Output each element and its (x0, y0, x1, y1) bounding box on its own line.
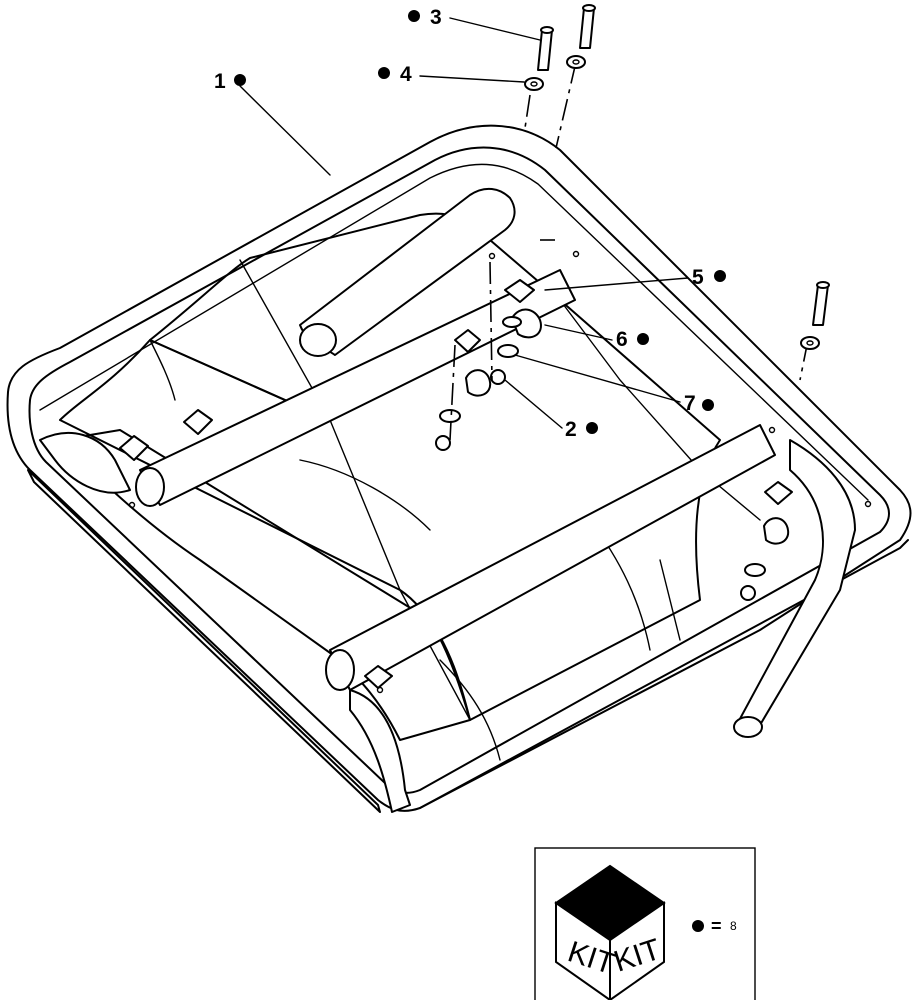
callout-4: 4 (378, 63, 525, 86)
callout-label-7: 7 (684, 392, 696, 415)
washer-4 (524, 77, 544, 91)
kit-box-right-face (609, 901, 665, 1000)
washer-right (800, 336, 820, 350)
callout-3: 3 (408, 6, 541, 41)
callout-7: 7 (514, 354, 714, 415)
rops-front-tube (349, 689, 411, 813)
loose-hardware (524, 4, 830, 350)
callout-5: 5 (544, 266, 726, 291)
kit-legend: KIT KIT = 8 (534, 847, 756, 1000)
callout-label-4: 4 (400, 63, 412, 86)
kit-legend-equals: = (711, 916, 722, 936)
callout-label-3: 3 (430, 6, 442, 29)
kit-legend-dot (692, 920, 704, 932)
bolt-3b (579, 7, 595, 49)
callout-2: 2 (504, 379, 598, 441)
callout-1: 1 (214, 70, 331, 176)
canopy-assembly (6, 61, 912, 813)
kit-legend-value: 8 (730, 919, 737, 933)
callout-label-5: 5 (692, 266, 704, 289)
canopy-inner-rim (28, 146, 890, 794)
rops-side-arc-left (39, 431, 131, 494)
bolt-right (812, 284, 829, 326)
washer-4b (566, 55, 586, 69)
bracket-group (119, 279, 793, 689)
bolt-3 (537, 29, 553, 71)
callout-6: 6 (544, 324, 649, 351)
callout-label-2: 2 (565, 418, 577, 441)
callout-label-6: 6 (616, 328, 628, 351)
kit-box-left-face (555, 901, 611, 1000)
fasteners-lower (435, 316, 766, 601)
callout-label-1: 1 (214, 70, 226, 93)
